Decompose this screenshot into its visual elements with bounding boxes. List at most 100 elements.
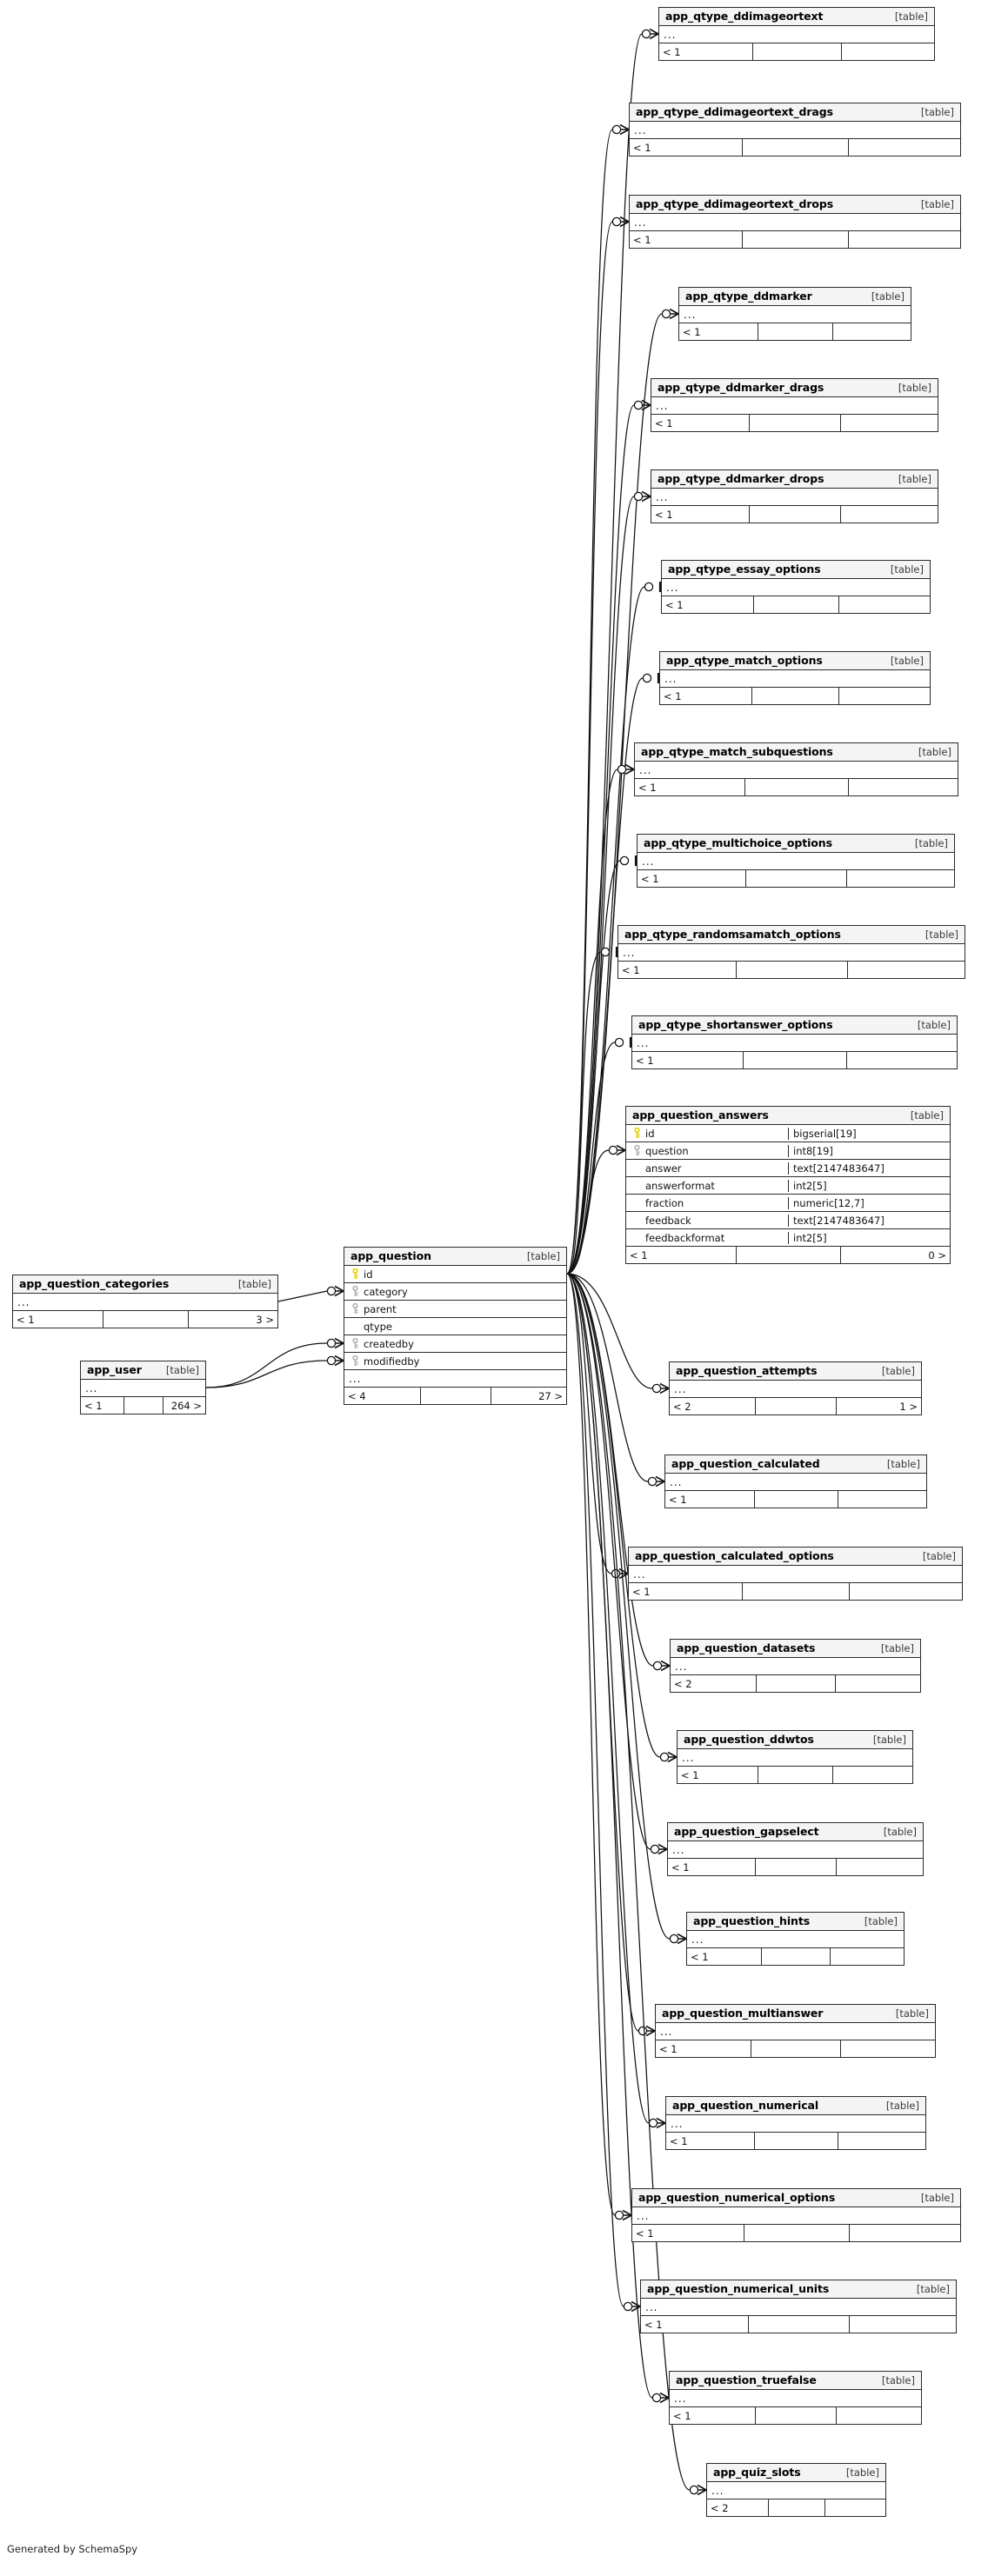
collapsed-columns-ellipsis[interactable]: ...: [665, 1474, 926, 1491]
column-name-cell: id: [344, 1268, 566, 1281]
collapsed-columns-ellipsis[interactable]: ...: [670, 1381, 921, 1398]
table-header: app_user[table]: [81, 1361, 205, 1380]
table-app_qtype_match_subquestions[interactable]: app_qtype_match_subquestions[table]...< …: [634, 742, 958, 796]
collapsed-columns-ellipsis[interactable]: ...: [666, 2115, 925, 2133]
collapsed-columns-ellipsis[interactable]: ...: [81, 1380, 205, 1397]
collapsed-columns-ellipsis[interactable]: ...: [671, 1658, 920, 1675]
table-type-tag: [table]: [910, 1108, 944, 1122]
table-app_qtype_multichoice_options[interactable]: app_qtype_multichoice_options[table]...<…: [637, 834, 955, 888]
column-name-cell: question: [626, 1145, 788, 1157]
collapsed-columns-ellipsis[interactable]: ...: [678, 1749, 912, 1767]
collapsed-columns-ellipsis[interactable]: ...: [660, 670, 930, 688]
table-app_qtype_shortanswer_options[interactable]: app_qtype_shortanswer_options[table]...<…: [631, 1015, 958, 1069]
collapsed-columns-ellipsis[interactable]: ...: [668, 1841, 923, 1859]
table-footer: < 1: [630, 139, 960, 156]
table-footer: < 1: [679, 323, 911, 340]
collapsed-columns-ellipsis[interactable]: ...: [638, 853, 954, 870]
collapsed-columns-ellipsis[interactable]: ...: [635, 762, 958, 779]
table-app_qtype_ddimageortext[interactable]: app_qtype_ddimageortext[table]...< 1: [658, 7, 935, 61]
column-type-cell: bigserial[19]: [788, 1127, 950, 1140]
collapsed-columns-ellipsis[interactable]: ...: [707, 2482, 885, 2499]
collapsed-columns-ellipsis[interactable]: ...: [641, 2299, 956, 2316]
table-app_question_numerical_options[interactable]: app_question_numerical_options[table]...…: [631, 2188, 961, 2242]
table-app_qtype_ddimageortext_drags[interactable]: app_qtype_ddimageortext_drags[table]...<…: [629, 103, 961, 156]
table-type-tag: [table]: [890, 654, 924, 667]
collapsed-columns-ellipsis[interactable]: ...: [670, 2390, 921, 2407]
collapsed-columns-ellipsis[interactable]: ...: [632, 2207, 960, 2225]
table-app_question_numerical[interactable]: app_question_numerical[table]...< 1: [665, 2096, 926, 2150]
column-label: feedbackformat: [645, 1231, 725, 1244]
collapsed-columns-ellipsis[interactable]: ...: [687, 1931, 904, 1948]
footer-mid-count: [103, 1311, 187, 1328]
table-footer: < 1: [651, 506, 938, 523]
collapsed-columns-ellipsis[interactable]: ...: [679, 306, 911, 323]
table-app_qtype_ddmarker_drags[interactable]: app_qtype_ddmarker_drags[table]...< 1: [651, 378, 938, 432]
collapsed-columns-ellipsis[interactable]: ...: [632, 1035, 957, 1052]
collapsed-columns-ellipsis[interactable]: ...: [656, 2023, 935, 2040]
table-name: app_qtype_ddmarker_drags: [658, 381, 824, 394]
collapsed-columns-ellipsis[interactable]: ...: [651, 397, 938, 415]
footer-left-count: < 1: [630, 1248, 648, 1261]
column-row[interactable]: createdby: [344, 1335, 566, 1353]
table-app_qtype_randomsamatch_options[interactable]: app_qtype_randomsamatch_options[table]..…: [618, 925, 965, 979]
collapsed-columns-ellipsis[interactable]: ...: [629, 1566, 962, 1583]
relationship-app_question_answers: [566, 1149, 610, 1275]
table-app_question_datasets[interactable]: app_question_datasets[table]...< 2: [670, 1639, 921, 1693]
cardinality-zero-circle: [642, 673, 652, 683]
footer-left-count: < 1: [633, 141, 651, 154]
table-app_qtype_ddmarker[interactable]: app_qtype_ddmarker[table]...< 1: [678, 287, 911, 341]
table-header: app_qtype_ddimageortext[table]: [659, 8, 934, 26]
relationship-app_question_calculated: [566, 1273, 649, 1482]
table-app_question_numerical_units[interactable]: app_question_numerical_units[table]...< …: [640, 2280, 957, 2333]
collapsed-columns-ellipsis[interactable]: ...: [630, 214, 960, 231]
column-row[interactable]: category: [344, 1283, 566, 1301]
table-header: app_qtype_match_subquestions[table]: [635, 743, 958, 762]
column-row[interactable]: id: [344, 1266, 566, 1283]
column-row[interactable]: parent: [344, 1301, 566, 1318]
table-app_question_truefalse[interactable]: app_question_truefalse[table]...< 1: [669, 2371, 922, 2425]
collapsed-columns-ellipsis[interactable]: ...: [662, 579, 930, 596]
column-type-cell: text[2147483647]: [788, 1214, 950, 1227]
collapsed-columns-ellipsis[interactable]: ...: [618, 944, 965, 962]
collapsed-columns-ellipsis[interactable]: ...: [630, 122, 960, 139]
table-app_qtype_match_options[interactable]: app_qtype_match_options[table]...< 1: [659, 651, 931, 705]
table-app_question_ddwtos[interactable]: app_question_ddwtos[table]...< 1: [677, 1730, 913, 1784]
relationship-app_question_ddwtos: [566, 1273, 661, 1758]
column-row[interactable]: id bigserial[19]: [626, 1125, 950, 1142]
column-name-cell: parent: [344, 1303, 566, 1315]
table-app_question_gapselect[interactable]: app_question_gapselect[table]...< 1: [667, 1822, 924, 1876]
table-header: app_qtype_ddmarker_drops[table]: [651, 470, 938, 489]
cardinality-zero-circle: [633, 400, 644, 410]
table-app_qtype_ddmarker_drops[interactable]: app_qtype_ddmarker_drops[table]... < 1: [651, 469, 938, 523]
collapsed-columns-ellipsis[interactable]: ...: [13, 1294, 277, 1311]
table-name: app_question_calculated: [671, 1457, 820, 1470]
collapsed-columns-ellipsis[interactable]: ...: [651, 489, 938, 506]
table-app_qtype_essay_options[interactable]: app_qtype_essay_options[table]...< 1: [661, 560, 931, 614]
column-row[interactable]: modifiedby: [344, 1353, 566, 1370]
column-row[interactable]: qtype: [344, 1318, 566, 1335]
table-app_quiz_slots[interactable]: app_quiz_slots[table]...< 2: [706, 2463, 886, 2517]
footer-left-count: < 1: [655, 508, 673, 521]
collapsed-columns-ellipsis[interactable]: ...: [659, 26, 934, 43]
table-app_question_hints[interactable]: app_question_hints[table]...< 1: [686, 1912, 905, 1966]
table-app_question_calculated_options[interactable]: app_question_calculated_options[table]..…: [628, 1547, 963, 1601]
table-app_qtype_ddimageortext_drops[interactable]: app_qtype_ddimageortext_drops[table]...<…: [629, 195, 961, 249]
table-footer: < 1: [662, 596, 930, 613]
relationship-app_qtype_randomsamatch_options: [566, 951, 602, 1275]
collapsed-columns-ellipsis[interactable]: ...: [344, 1370, 566, 1388]
column-label: id: [645, 1127, 655, 1140]
table-app_question_calculated[interactable]: app_question_calculated[table]...< 1: [664, 1454, 927, 1508]
table-app_question_multianswer[interactable]: app_question_multianswer[table]...< 1: [655, 2004, 936, 2058]
